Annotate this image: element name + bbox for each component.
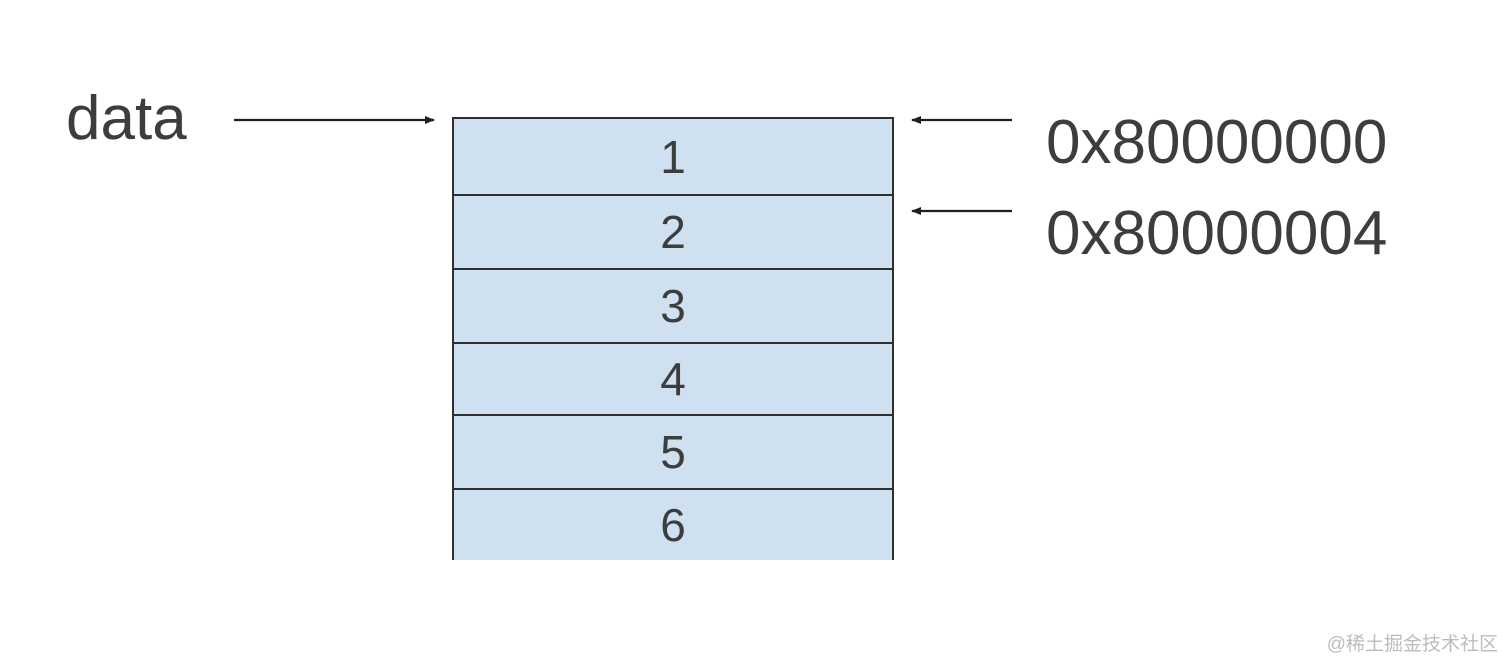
memory-cell: 3 [454, 268, 892, 342]
memory-cell: 6 [454, 488, 892, 560]
memory-cell: 2 [454, 194, 892, 268]
memory-cell: 5 [454, 414, 892, 488]
memory-block: 1 2 3 4 5 6 [452, 117, 894, 560]
address-label-1: 0x80000004 [1046, 199, 1388, 268]
memory-cell: 1 [454, 119, 892, 194]
memory-cell: 4 [454, 342, 892, 414]
address-label-0: 0x80000000 [1046, 108, 1388, 177]
watermark: @稀土掘金技术社区 [1326, 634, 1498, 655]
pointer-label: data [66, 84, 187, 153]
